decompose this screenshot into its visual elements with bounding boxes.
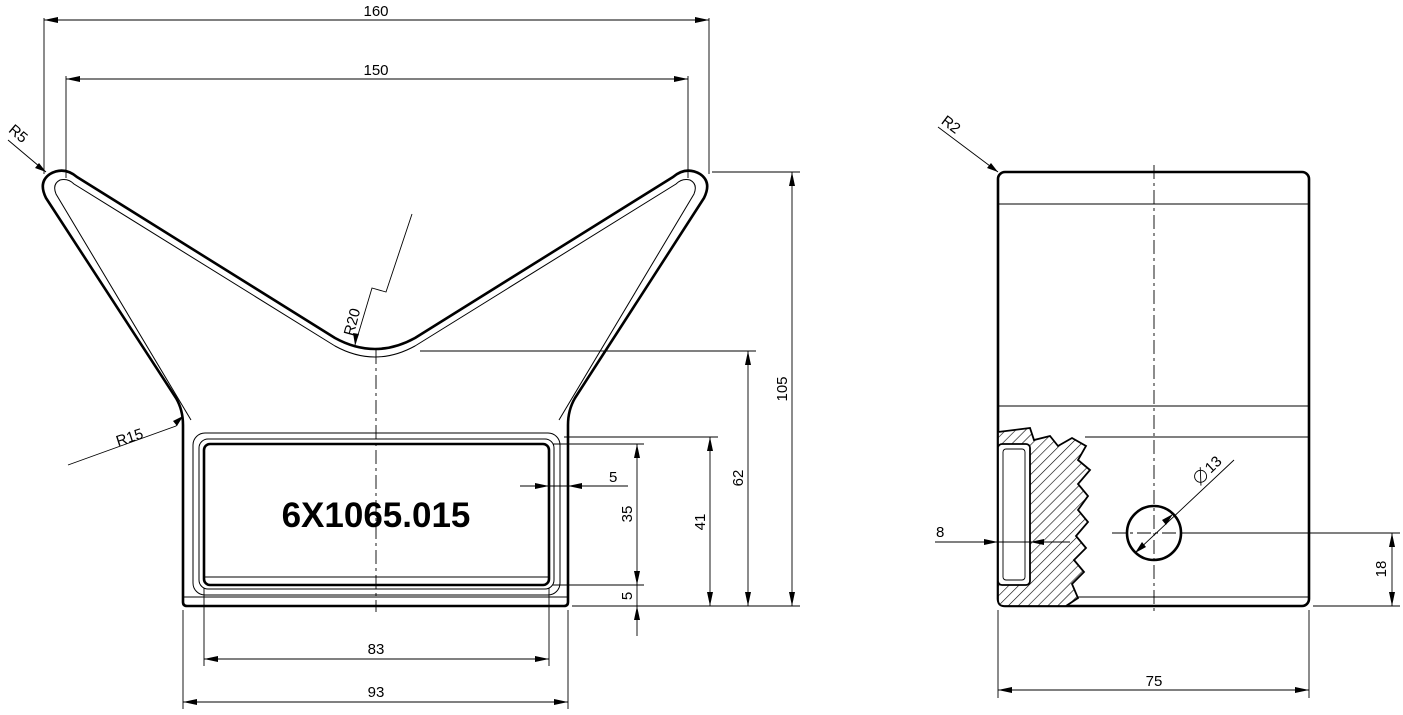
section-pocket (997, 443, 1031, 586)
dim-r5-label: R5 (5, 121, 31, 146)
leader-r20 (354, 213, 413, 346)
dim-150-label: 150 (363, 62, 388, 79)
slot-outer-inner (198, 438, 555, 590)
arrow-r15 (173, 416, 183, 426)
dim-d13-group: 13 (1194, 453, 1226, 486)
front-inner-contour (54, 179, 696, 421)
arrow-62-bottom (745, 592, 751, 606)
arrow-d13-outer (1162, 514, 1173, 525)
arrow-8-right (1030, 539, 1044, 545)
arrow-83-left (204, 656, 218, 662)
leader-d13 (1134, 459, 1235, 554)
dim-35-label: 35 (619, 506, 636, 523)
arrow-35-top (634, 444, 640, 458)
arrow-5-bottom (634, 606, 640, 620)
slot-outer (192, 432, 561, 596)
diameter-symbol-slash (1199, 467, 1202, 486)
dim-8-label: 8 (936, 524, 944, 541)
part-number-text: 6X1065.015 (282, 496, 471, 535)
side-outline (996, 170, 1311, 608)
arrow-105-top (789, 172, 795, 186)
arrow-160-left (44, 17, 58, 23)
dim-18-label: 18 (1373, 561, 1390, 578)
arrow-35-bottom (634, 571, 640, 585)
leader-r2 (937, 126, 999, 173)
dim-5-side-label: 5 (609, 469, 617, 486)
arrow-75-right (1295, 687, 1309, 693)
front-outline (41, 169, 709, 608)
dim-75-label: 75 (1146, 673, 1163, 690)
arrow-62-top (745, 351, 751, 365)
diameter-symbol-icon (1194, 469, 1208, 483)
arrow-93-left (183, 699, 197, 705)
arrow-150-left (66, 76, 80, 82)
dim-41-label: 41 (692, 514, 709, 531)
dim-r2-label: R2 (938, 112, 964, 137)
arrow-5-side-right (568, 483, 582, 489)
dim-r20-label: R20 (341, 307, 365, 338)
arrow-160-right (695, 17, 709, 23)
dim-93-label: 93 (368, 684, 385, 701)
side-view: R2 13 8 18 75 (935, 112, 1400, 698)
pocket-outline (202, 442, 551, 587)
arrow-150-right (674, 76, 688, 82)
arrow-41-bottom (707, 592, 713, 606)
front-view: 6X1065.015 160 150 R5 R20 R15 (5, 3, 800, 709)
arrow-5-side-left (535, 483, 549, 489)
part-number-label: 6X1065.015 (282, 496, 471, 535)
arrow-8-left (984, 539, 998, 545)
dim-160-label: 160 (363, 3, 388, 20)
arrow-r20 (353, 333, 359, 345)
dim-5-bottom-label: 5 (619, 592, 636, 600)
arrow-93-right (554, 699, 568, 705)
dim-r15-label: R15 (114, 425, 145, 450)
arrow-75-left (998, 687, 1012, 693)
arrow-r2 (987, 163, 998, 172)
arrow-18-top (1389, 533, 1395, 547)
section-pocket-inner (1002, 448, 1026, 581)
arrow-83-right (535, 656, 549, 662)
dim-62-label: 62 (730, 470, 747, 487)
dim-105-label: 105 (774, 376, 791, 401)
dim-83-label: 83 (368, 641, 385, 658)
arrow-d13-inner (1135, 542, 1146, 553)
arrow-18-bottom (1389, 592, 1395, 606)
arrow-r5 (35, 163, 46, 172)
arrow-41-top (707, 437, 713, 451)
arrow-105-bottom (789, 592, 795, 606)
